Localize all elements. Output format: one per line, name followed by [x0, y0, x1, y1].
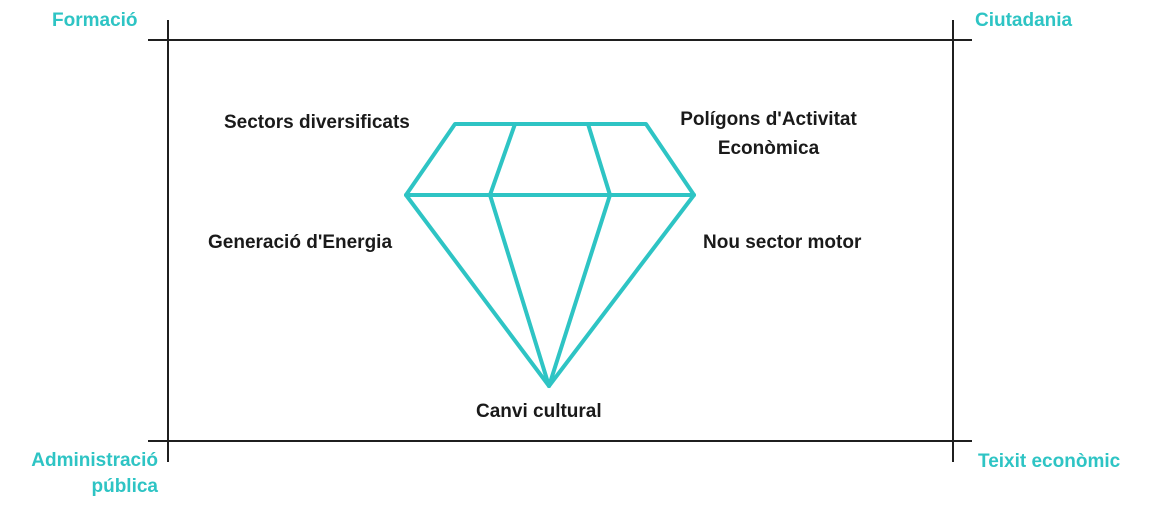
facet-label-bottom: Canvi cultural — [476, 401, 602, 422]
diamond-outline — [404, 122, 696, 388]
corner-label-bottom-left: Administració pública — [31, 450, 158, 497]
corner-label-top-right: Ciutadania — [975, 10, 1073, 31]
diamond-icon — [404, 122, 696, 388]
diamond-pavilion-facet-right — [547, 193, 612, 388]
facet-label-top-right: Polígons d'Activitat Econòmica — [680, 109, 857, 159]
corner-label-top-left: Formació — [52, 10, 138, 31]
facet-label-top-left: Sectors diversificats — [224, 112, 410, 133]
facet-label-middle-right: Nou sector motor — [703, 232, 862, 253]
diamond-crown-facet-right — [586, 122, 612, 197]
corner-label-bottom-right: Teixit econòmic — [978, 451, 1121, 472]
facet-label-middle-left: Generació d'Energia — [208, 232, 393, 253]
diamond-pavilion-facet-left — [488, 193, 551, 388]
diamond-crown-facet-left — [488, 122, 517, 197]
